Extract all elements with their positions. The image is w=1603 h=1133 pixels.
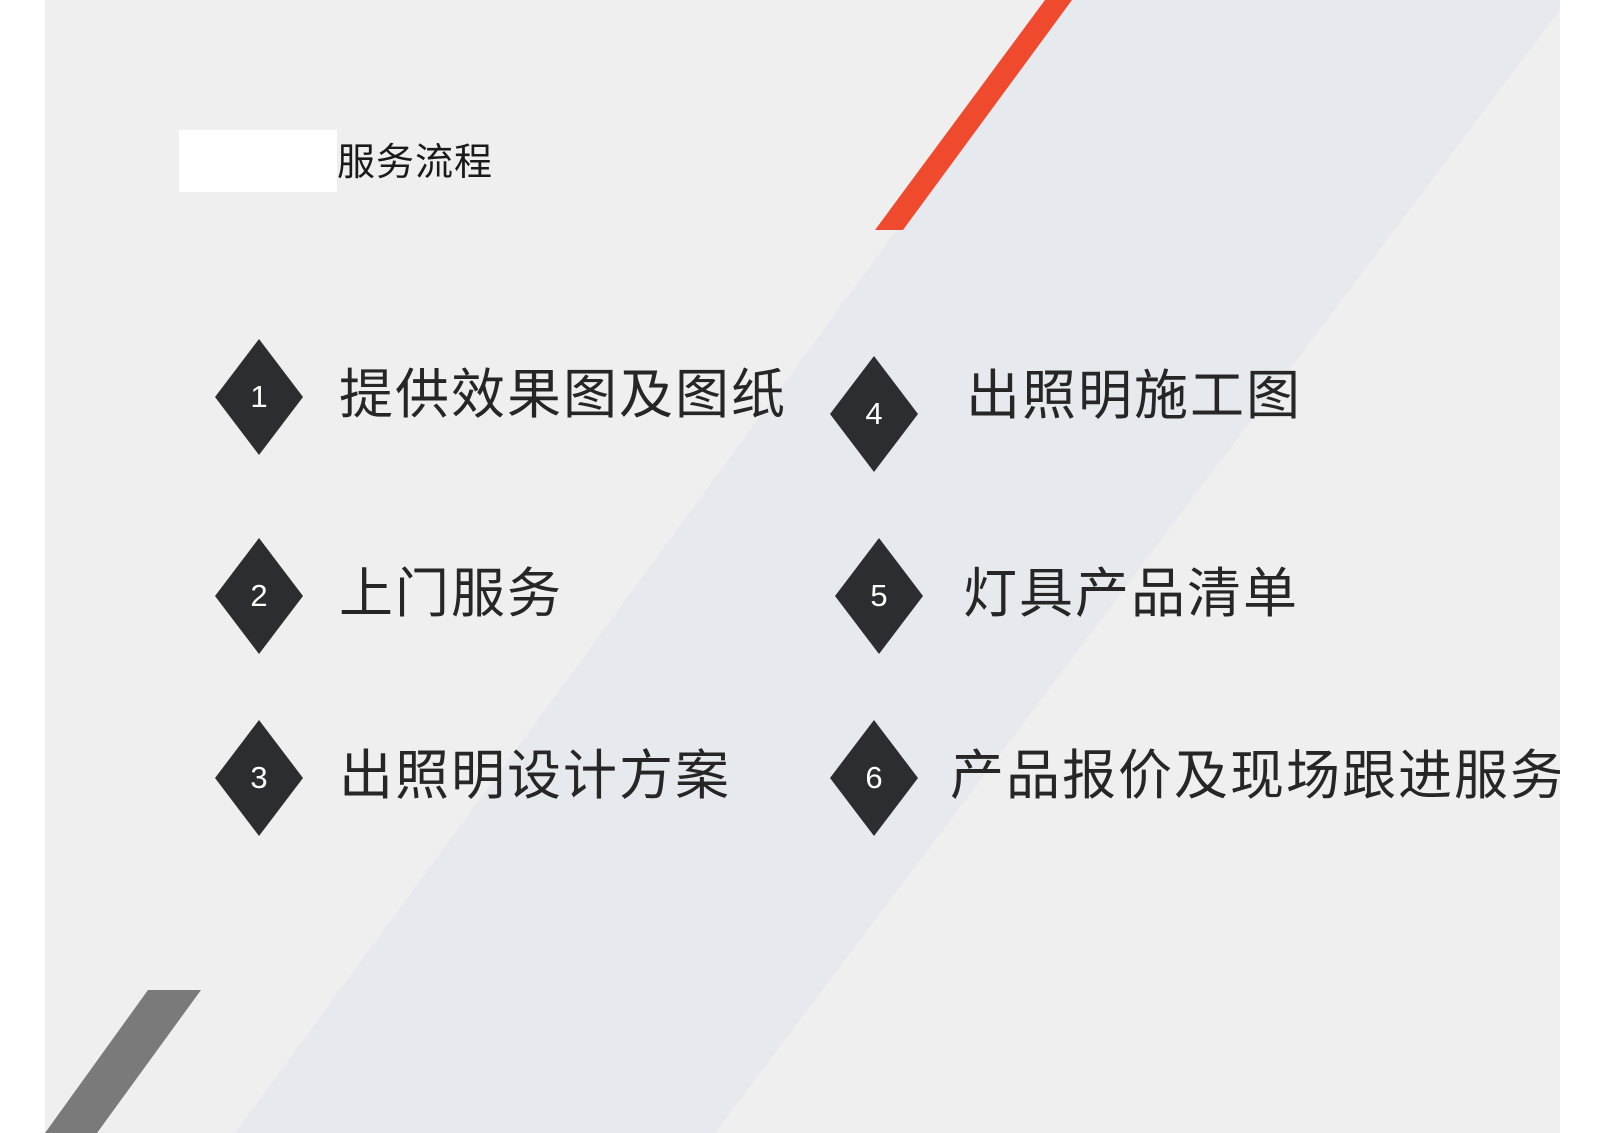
red-stripe [875,0,1072,230]
step-label: 出照明施工图 [966,364,1302,427]
step-number: 6 [865,760,883,795]
step-label: 产品报价及现场跟进服务 [950,744,1560,807]
step-label: 提供效果图及图纸 [339,363,787,426]
step-number: 2 [250,578,268,613]
step-number: 3 [250,760,268,795]
page-title: 服务流程 [337,140,494,184]
diamond-badge: 2 [215,538,303,654]
step-number: 4 [865,396,883,431]
step-number: 1 [250,379,268,414]
title-highlight-box [179,130,337,192]
step-number: 5 [870,578,888,613]
diamond-badge: 5 [835,538,923,654]
diamond-badge: 6 [830,720,918,836]
diamond-badge: 1 [215,339,303,455]
step-label: 出照明设计方案 [339,744,731,807]
step-label: 灯具产品清单 [963,562,1299,625]
diamond-badge: 3 [215,720,303,836]
slide: 服务流程 1 提供效果图及图纸 2 上门服务 3 出照明设计方案 4 出照明施工… [45,0,1560,1133]
step-label: 上门服务 [339,562,563,625]
gray-stripe [45,990,201,1133]
diamond-badge: 4 [830,356,918,472]
